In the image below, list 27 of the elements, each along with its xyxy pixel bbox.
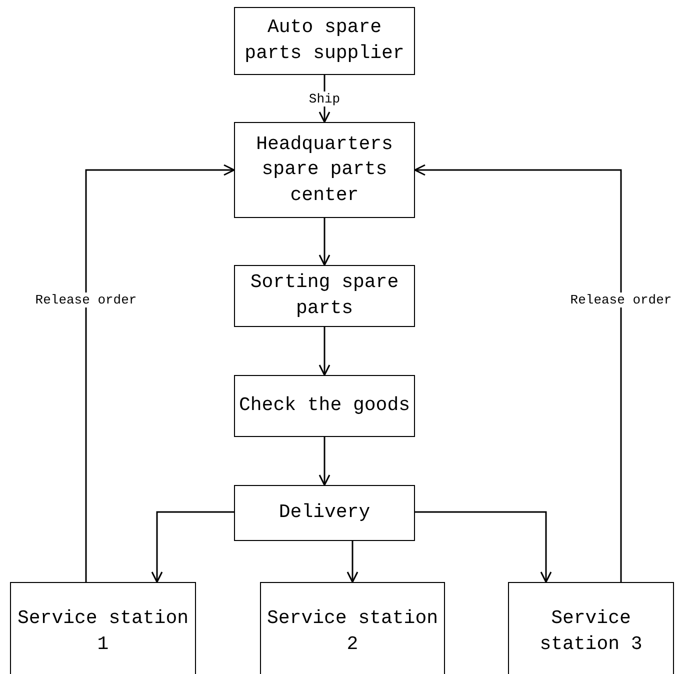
node-text: Check the goods bbox=[238, 393, 410, 418]
edge-label: Release order bbox=[33, 292, 139, 308]
arrow bbox=[318, 437, 330, 486]
process-box bbox=[234, 375, 415, 437]
process-box bbox=[260, 582, 445, 674]
node-text: Delivery bbox=[278, 500, 370, 526]
arrow bbox=[346, 541, 358, 583]
arrow bbox=[85, 164, 235, 582]
node-text: Service station 1 bbox=[16, 606, 190, 657]
process-box bbox=[234, 122, 415, 218]
edge-label: Release order bbox=[568, 292, 674, 308]
arrow bbox=[415, 511, 552, 583]
node-text: Auto spare parts supplier bbox=[244, 15, 406, 66]
process-box bbox=[234, 485, 415, 541]
arrow bbox=[318, 327, 330, 376]
node-text: Headquarters spare parts center bbox=[255, 132, 394, 208]
node-text: Service station 3 bbox=[538, 606, 644, 657]
arrow bbox=[151, 511, 234, 583]
process-box bbox=[234, 265, 415, 327]
process-box bbox=[234, 7, 415, 75]
node-text: Service station 2 bbox=[266, 606, 440, 657]
node-text: Sorting spare parts bbox=[249, 270, 400, 321]
process-box bbox=[508, 582, 674, 674]
arrow bbox=[318, 218, 330, 266]
edge-label: Ship bbox=[306, 91, 342, 106]
arrow bbox=[414, 164, 622, 582]
process-box bbox=[10, 582, 196, 674]
